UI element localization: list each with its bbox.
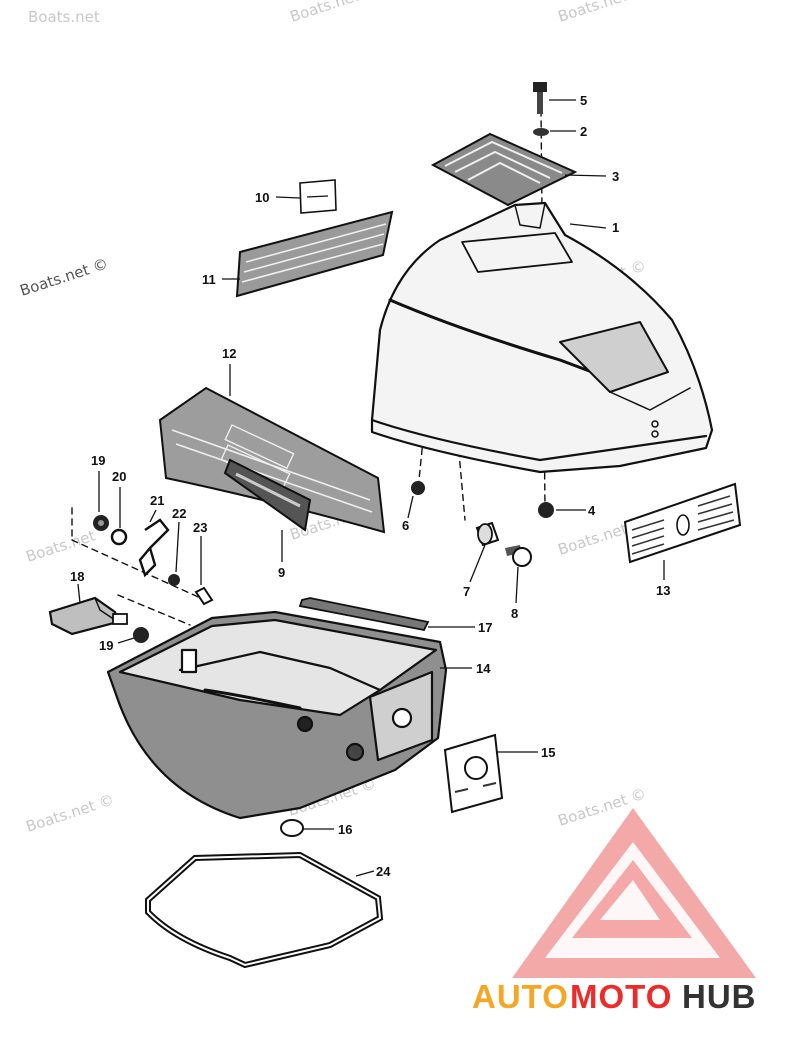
seal-gasket-part-24 xyxy=(145,851,384,969)
logo-text-hub: HUB xyxy=(682,978,757,1015)
watermark: Boats.net © xyxy=(18,254,111,299)
callout-6: 6 xyxy=(402,518,409,533)
callout-15: 15 xyxy=(541,745,555,760)
automotohub-logo: AUTO MOTO HUB xyxy=(472,808,757,1015)
callout-21: 21 xyxy=(150,493,164,508)
callout-19b: 19 xyxy=(99,638,113,653)
latch-hardware xyxy=(93,515,214,606)
logo-text-moto: MOTO xyxy=(570,978,672,1015)
callout-5: 5 xyxy=(580,93,587,108)
callout-7: 7 xyxy=(463,584,470,599)
latch-hook-part-21 xyxy=(138,518,170,578)
logo-text-auto: AUTO xyxy=(472,978,569,1015)
callout-16: 16 xyxy=(338,822,352,837)
callout-9: 9 xyxy=(278,565,285,580)
callout-24: 24 xyxy=(376,864,391,879)
callout-18: 18 xyxy=(70,569,84,584)
watermark: Boats.net xyxy=(288,0,362,26)
callout-12: 12 xyxy=(222,346,236,361)
watermark: Boats.net © xyxy=(24,790,117,835)
warning-decal-part-13 xyxy=(623,482,742,564)
callout-22: 22 xyxy=(172,506,186,521)
nut-part-4 xyxy=(538,502,554,518)
grommet-part-6 xyxy=(411,481,425,495)
decal-part-10-mark xyxy=(306,195,329,198)
seal-strip-part-17 xyxy=(298,597,430,632)
callout-23: 23 xyxy=(193,520,207,535)
callout-3: 3 xyxy=(612,169,619,184)
washer-part-22 xyxy=(168,574,180,586)
bottom-cowl-part-14 xyxy=(106,610,448,820)
callout-4: 4 xyxy=(588,503,596,518)
washer-part-2 xyxy=(533,128,549,136)
screw-part-5 xyxy=(533,82,547,114)
pin-part-8 xyxy=(505,545,532,567)
callout-13: 13 xyxy=(656,583,670,598)
plug-part-16 xyxy=(280,819,304,837)
decal-strip-part-11 xyxy=(235,210,394,298)
nut-part-19b xyxy=(133,627,149,643)
bushing-part-7 xyxy=(475,521,500,547)
callout-1: 1 xyxy=(612,220,619,235)
callout-17: 17 xyxy=(478,620,492,635)
watermark: Boats.net xyxy=(28,8,100,26)
callout-10: 10 xyxy=(255,190,269,205)
top-cowl xyxy=(370,201,714,474)
nameplate-part-9 xyxy=(223,458,312,532)
callout-2: 2 xyxy=(580,124,587,139)
side-decal-part-12 xyxy=(158,386,386,534)
callout-labels: 1 2 3 4 5 6 7 8 9 10 11 12 13 14 15 16 1… xyxy=(70,93,670,879)
callout-14: 14 xyxy=(476,661,491,676)
screw-part-23 xyxy=(194,586,214,606)
latch-lever-part-18 xyxy=(48,596,128,636)
plate-part-15 xyxy=(443,733,504,814)
leader-lines xyxy=(77,99,665,877)
callout-20: 20 xyxy=(112,469,126,484)
washer-part-20 xyxy=(110,528,128,546)
callout-8: 8 xyxy=(511,606,518,621)
top-cover-plate xyxy=(430,132,578,207)
callout-11: 11 xyxy=(202,272,216,287)
watermark: Boats.net xyxy=(556,0,630,26)
callout-19: 19 xyxy=(91,453,105,468)
